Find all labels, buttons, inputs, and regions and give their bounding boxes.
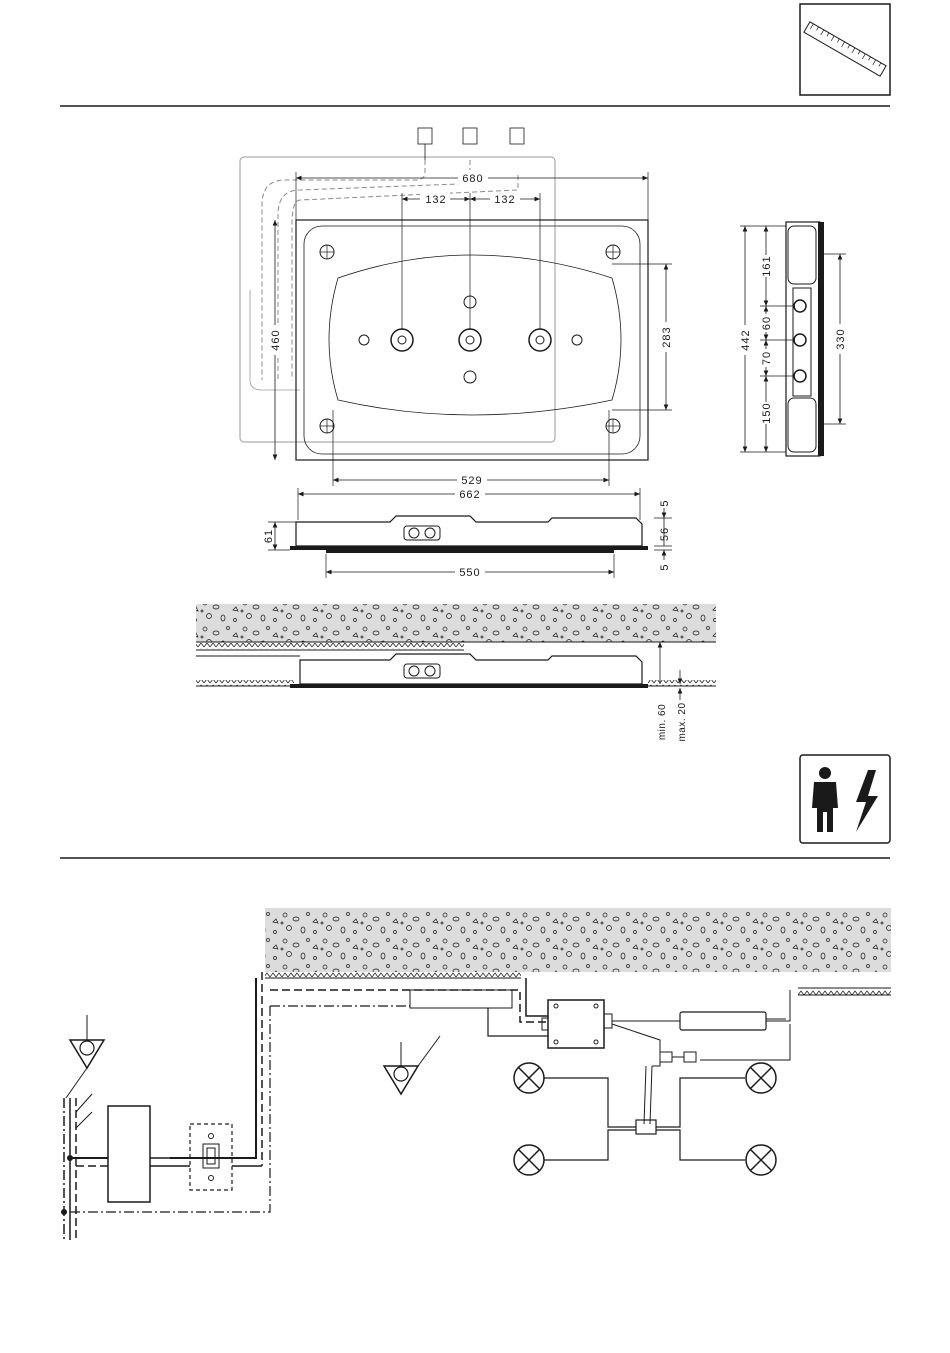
dim-bottom-outer: 662 xyxy=(459,489,480,501)
dim-spacing-right: 132 xyxy=(494,194,515,206)
dim-front-height: 61 xyxy=(263,529,275,543)
dim-front-right-bottom: 5 xyxy=(659,563,671,570)
dim-bottom-inner: 529 xyxy=(461,475,482,487)
junction-box-icon xyxy=(548,1000,604,1048)
dim-side-70: 70 xyxy=(761,351,773,365)
dim-side-150: 150 xyxy=(761,402,773,423)
dim-side-total: 442 xyxy=(740,329,752,350)
dim-front-right-mid: 56 xyxy=(659,527,671,541)
dim-overall-width: 680 xyxy=(462,173,483,185)
distribution-panel-icon xyxy=(108,1106,150,1202)
label-min: min. 60 xyxy=(657,704,668,740)
ruler-icon xyxy=(800,4,890,95)
electrician-warning-icon xyxy=(800,755,890,843)
lamp-icon xyxy=(514,1063,776,1175)
transformer-icon xyxy=(680,1012,766,1030)
dim-height-right: 283 xyxy=(661,326,673,347)
side-view: 442 161 60 70 150 330 xyxy=(736,222,848,456)
wiring-diagram xyxy=(61,908,891,1240)
dim-side-161: 161 xyxy=(761,255,773,276)
dim-side-60: 60 xyxy=(761,316,773,330)
dim-side-right: 330 xyxy=(835,328,847,349)
nozzle-icon xyxy=(359,296,582,383)
install-section-view: min. 60 max. 20 xyxy=(196,604,716,742)
dim-height-left: 460 xyxy=(270,329,282,350)
label-max: max. 20 xyxy=(677,702,688,741)
dim-front-bottom: 550 xyxy=(459,567,480,579)
dim-front-right-top: 5 xyxy=(659,499,671,506)
front-view: 61 550 5 56 5 xyxy=(263,499,672,579)
dim-spacing-left: 132 xyxy=(425,194,446,206)
top-view: 680 132 132 460 283 529 662 xyxy=(240,128,674,520)
